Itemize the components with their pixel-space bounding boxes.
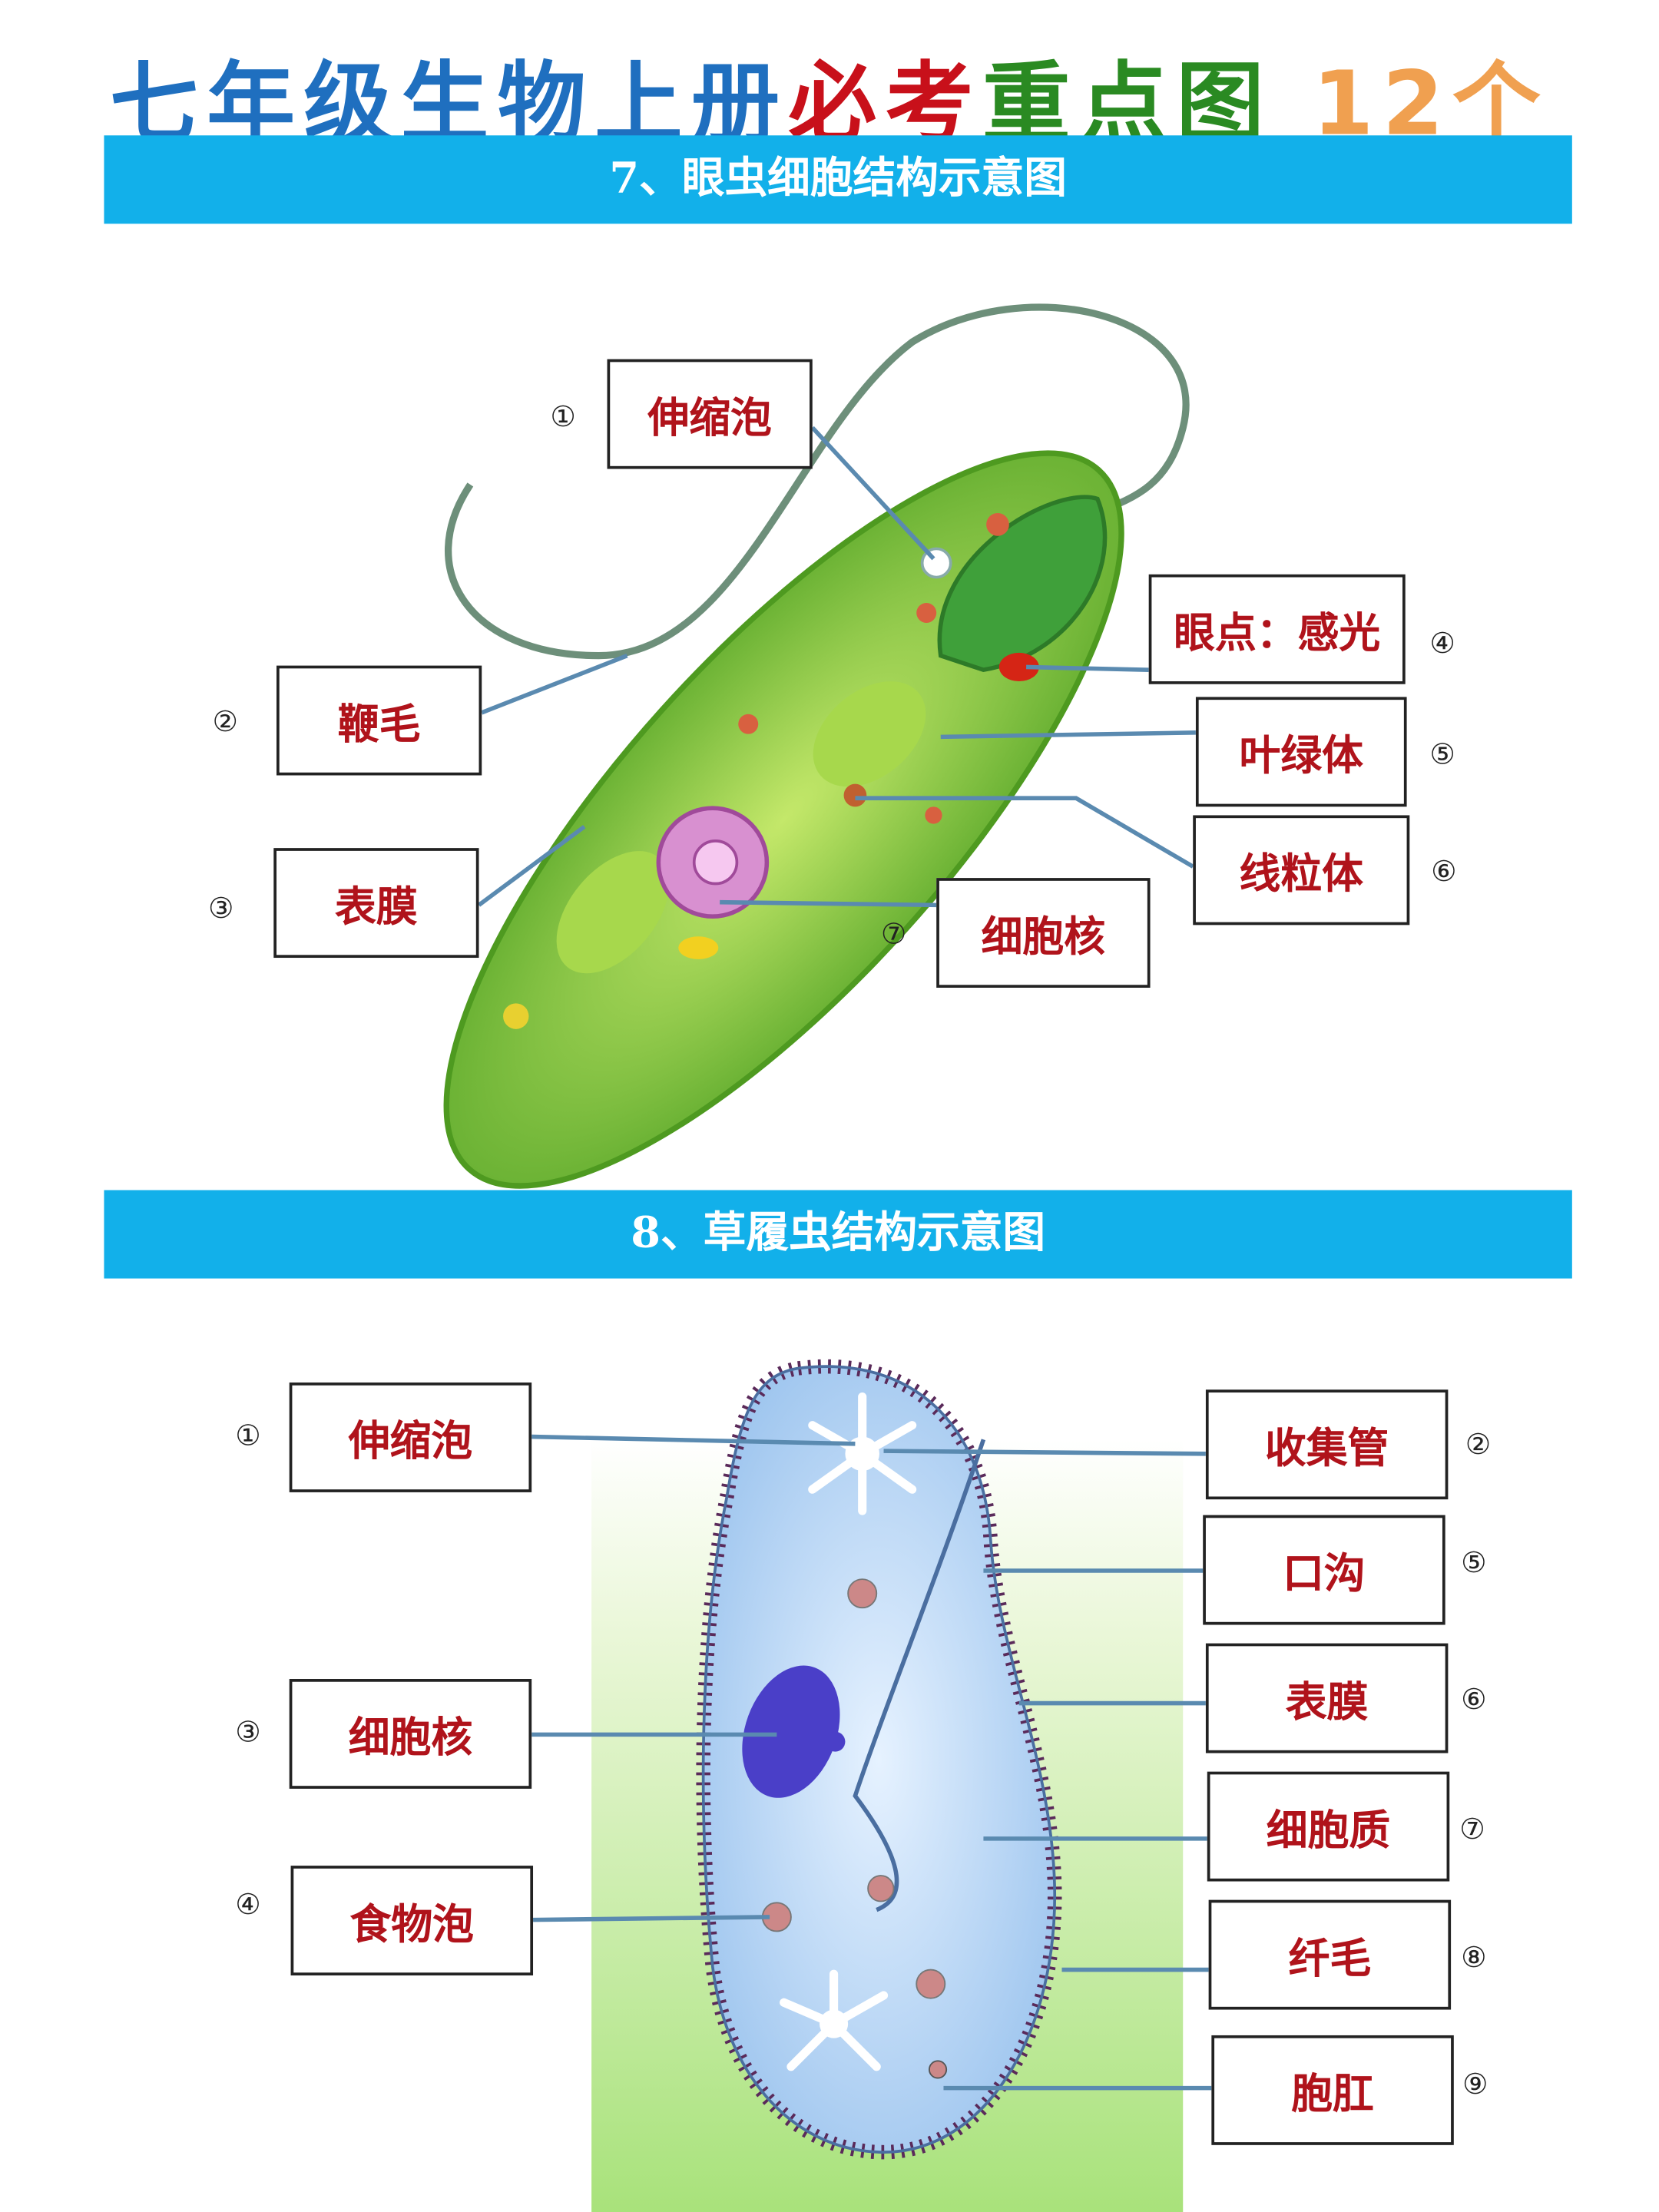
label-contractile-vacuole: 伸缩泡 (607, 359, 813, 469)
label-eyespot: 眼点：感光 (1148, 574, 1406, 684)
marker-6: ⑥ (1461, 1681, 1487, 1717)
marker-8: ⑧ (1461, 1939, 1487, 1975)
label-nucleus: 细胞核 (936, 878, 1151, 988)
label-collecting-canal: 收集管 (1205, 1389, 1449, 1500)
label-oral-groove: 口沟 (1203, 1515, 1445, 1625)
label-food-vacuole: 食物泡 (290, 1866, 534, 1976)
label-mitochondria: 线粒体 (1193, 815, 1410, 926)
marker-1: ① (550, 399, 576, 434)
marker-5: ⑤ (1461, 1545, 1487, 1580)
marker-5: ⑤ (1429, 737, 1455, 771)
label-cytoplasm: 细胞质 (1207, 1771, 1450, 1882)
label-anal-pore: 胞肛 (1211, 2035, 1454, 2145)
marker-9: ⑨ (1462, 2066, 1488, 2101)
marker-7: ⑦ (1459, 1811, 1485, 1846)
label-nucleus: 细胞核 (289, 1679, 532, 1789)
label-chloroplast: 叶绿体 (1195, 697, 1407, 807)
marker-4: ④ (1429, 625, 1455, 661)
label-cilia: 纤毛 (1208, 1899, 1452, 2010)
euglena-illustration (443, 303, 1190, 1189)
marker-3: ③ (207, 890, 234, 926)
marker-6: ⑥ (1431, 853, 1457, 889)
label-pellicle: 表膜 (1205, 1643, 1449, 1753)
marker-4: ④ (235, 1886, 261, 1922)
marker-2: ② (1465, 1426, 1492, 1462)
label-contractile-vacuole: 伸缩泡 (289, 1382, 532, 1492)
marker-1: ① (235, 1418, 261, 1452)
label-flagellum: 鞭毛 (276, 665, 482, 776)
marker-2: ② (212, 704, 238, 739)
section-heading-euglena: 7、眼虫细胞结构示意图 (104, 135, 1572, 224)
section-heading-paramecium: 8、草履虫结构示意图 (104, 1190, 1572, 1279)
leader-lines (477, 426, 1212, 2091)
marker-7: ⑦ (880, 916, 907, 951)
paramecium-illustration (696, 1359, 1062, 2160)
label-pellicle: 表膜 (273, 848, 479, 959)
marker-3: ③ (235, 1714, 261, 1749)
